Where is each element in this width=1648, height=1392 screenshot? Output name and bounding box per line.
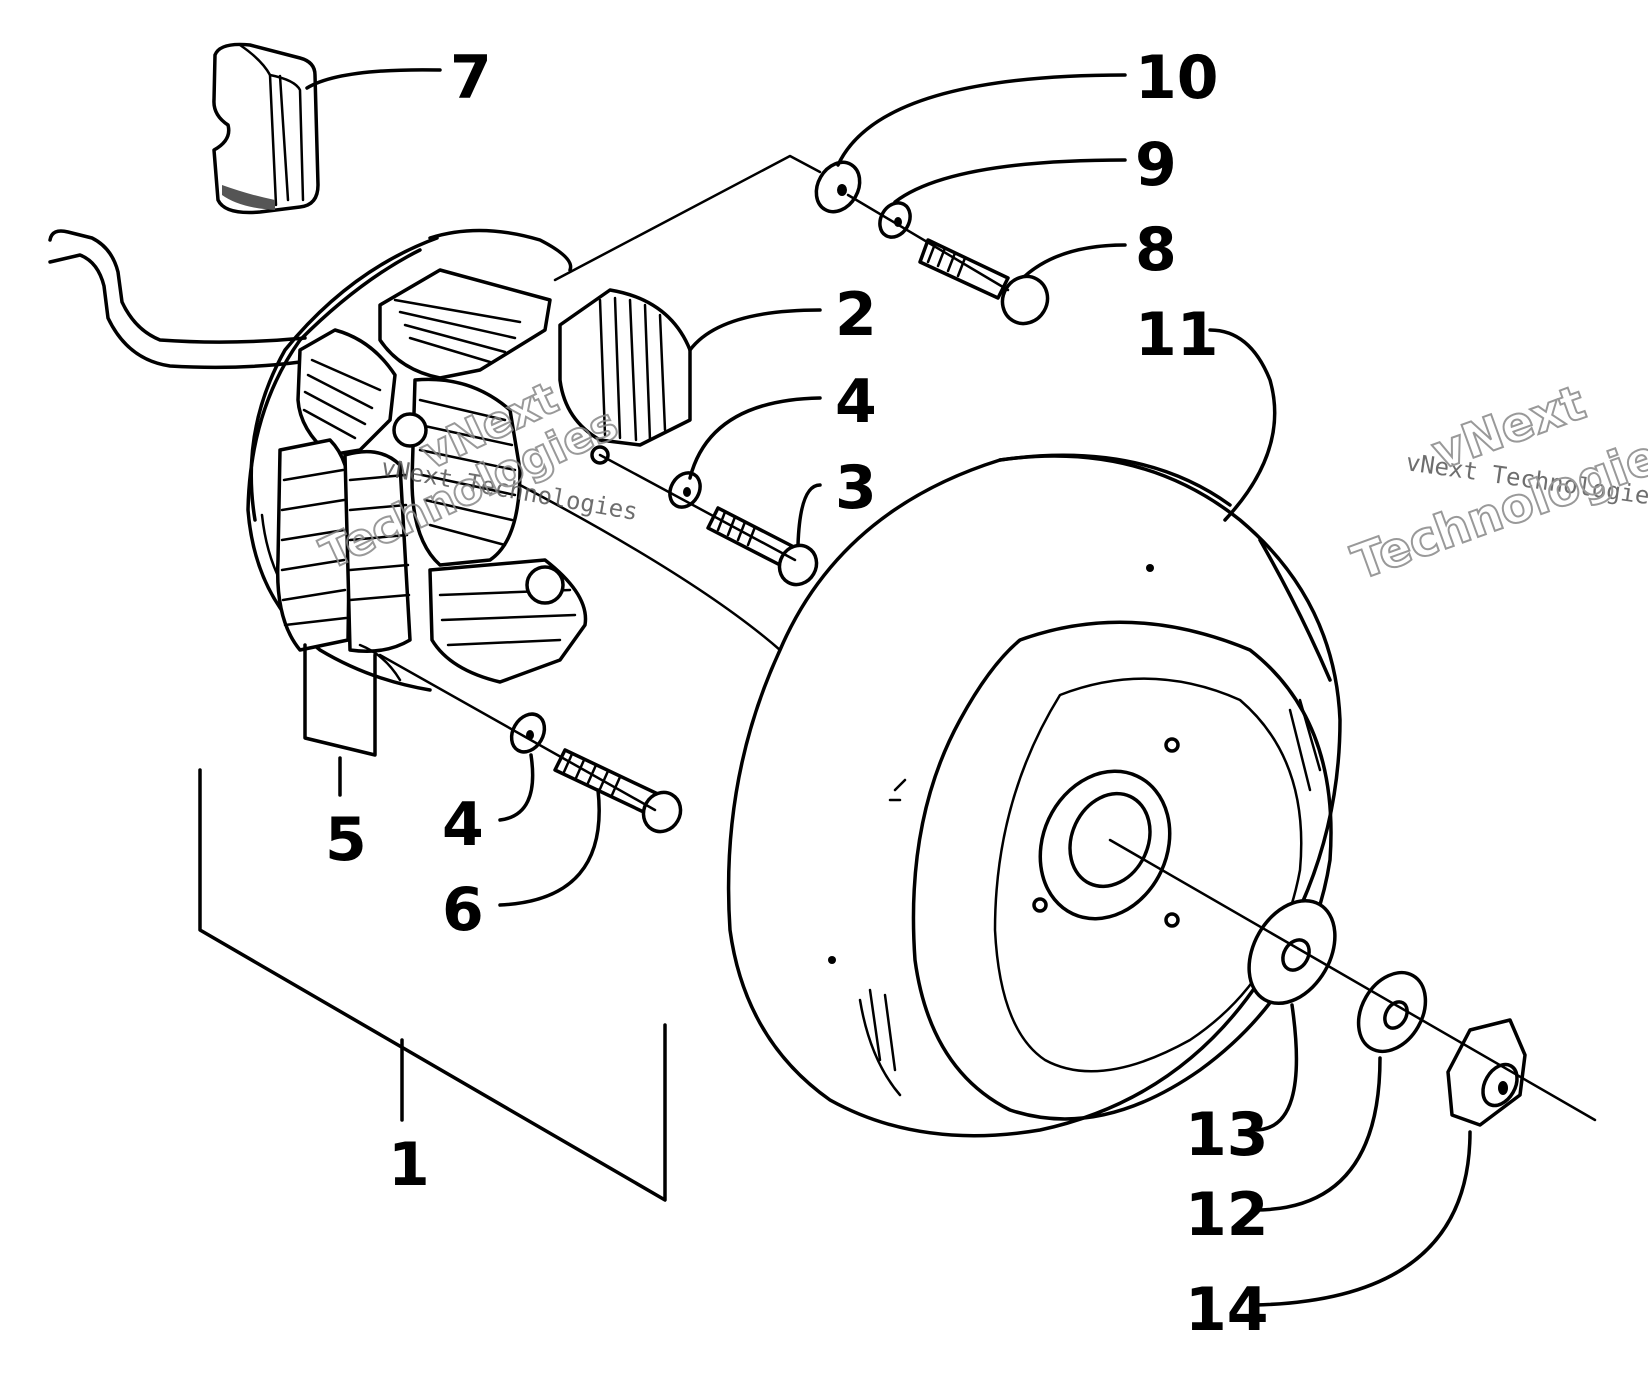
label-part-4-top: 4 — [835, 367, 877, 437]
label-part-3: 3 — [835, 453, 877, 523]
part-10-flat-washer — [814, 160, 862, 214]
label-part-9: 9 — [1135, 130, 1177, 200]
part-4-washer-top — [668, 471, 702, 509]
label-part-8: 8 — [1135, 215, 1177, 285]
label-part-10: 10 — [1135, 43, 1219, 113]
label-part-12: 12 — [1185, 1180, 1269, 1250]
leader-lines — [305, 68, 1472, 1307]
label-part-11: 11 — [1135, 300, 1219, 370]
label-part-5: 5 — [325, 805, 367, 875]
alignment-lines — [198, 154, 1597, 1202]
label-part-13: 13 — [1185, 1100, 1269, 1170]
label-part-7: 7 — [450, 43, 492, 113]
part-9-lock-washer — [878, 201, 912, 239]
part-11-flywheel — [726, 453, 1342, 1138]
part-3-screw — [706, 506, 819, 587]
label-part-14: 14 — [1185, 1275, 1269, 1345]
part-6-screw — [553, 748, 683, 834]
label-part-1: 1 — [388, 1130, 430, 1200]
label-part-6: 6 — [442, 875, 484, 945]
label-part-2: 2 — [835, 280, 877, 350]
part-4-washer-bottom — [509, 712, 547, 754]
part-12-lock-washer — [1356, 970, 1428, 1054]
part-number-labels: 7 10 9 8 2 11 4 3 5 4 6 1 13 12 14 — [325, 43, 1269, 1345]
watermark-right: vNext Technologies vNext Technologies — [1344, 374, 1648, 593]
label-part-4-bottom: 4 — [442, 790, 484, 860]
part-8-bolt — [918, 238, 1050, 326]
part-7-grommet — [212, 42, 320, 215]
part-13-flat-washer — [1247, 898, 1337, 1006]
part-1-stator-assembly — [48, 228, 692, 757]
